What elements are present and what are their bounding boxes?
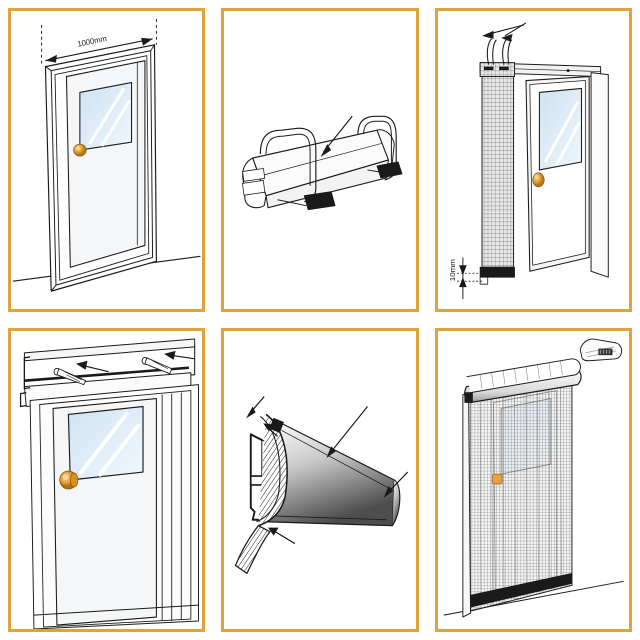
arrow-upper-left-head (246, 406, 256, 419)
panel-hang-cassette-on-frame: 10mm (434, 8, 632, 312)
arrow-clip-left-head (481, 30, 494, 39)
cassette-end-cap (464, 392, 473, 403)
glass-highlight (543, 101, 581, 166)
panel-cassette-with-brackets (221, 8, 419, 312)
arrow-inner-head (263, 423, 274, 432)
leg-right (367, 169, 380, 173)
door-knob (59, 470, 79, 490)
end-cap-slot-a (242, 168, 266, 182)
clip-slot-left (483, 66, 494, 71)
door-knob (73, 143, 87, 157)
blade-end-cap (392, 479, 401, 527)
screw-right (141, 356, 173, 375)
arrow-bottom-left-head (268, 527, 279, 536)
hook-clip-right (501, 38, 507, 65)
panel-fix-header-rail-with-screws (8, 328, 206, 632)
mesh-strip-tail (235, 525, 271, 575)
hook-clip-right-b (507, 39, 512, 65)
cassette-seam (260, 142, 384, 177)
screw-left (53, 367, 87, 386)
window-pane (538, 87, 582, 171)
cassette-inset-detail (579, 338, 622, 362)
glass-highlight (88, 87, 131, 147)
foot-pad-left (304, 191, 336, 211)
rail-screw-dot (566, 69, 570, 73)
roller-cassette-front (265, 159, 390, 209)
arrow-left-head (76, 360, 88, 370)
bottom-track (469, 572, 572, 608)
blade-seam (281, 429, 390, 489)
mesh-strip-inner-edge (256, 415, 281, 523)
door-knob (491, 473, 503, 485)
hook-clip-left-b (491, 39, 497, 65)
rail-end-left (23, 356, 31, 390)
frame-bevel-top-right (150, 44, 155, 52)
panel-finished-screen-installed (434, 328, 632, 632)
bottom-gap-dimension-label: 10mm (448, 259, 457, 281)
bracket-clip-right-inner (363, 120, 393, 165)
mesh-curtain (467, 374, 573, 612)
dim-arrow-right (141, 37, 153, 46)
panel-measure-door-opening: 1000mm (8, 8, 206, 312)
bracket-clip-left-inner (265, 133, 311, 186)
cassette-roll-top (466, 358, 581, 394)
leg-left (277, 199, 307, 207)
door-frame-jamb (590, 72, 609, 278)
arrow-right-head (384, 485, 394, 498)
glass-highlight (78, 411, 141, 478)
blade-bottom-seam (268, 515, 387, 521)
clip-slot-right (498, 66, 509, 71)
panel-profile-cross-section (221, 328, 419, 632)
floor-line (33, 604, 199, 616)
arrow-top-right-head (326, 446, 337, 459)
arrow-down-head (320, 144, 332, 158)
arrow-clip-right-shaft (504, 22, 526, 37)
dimension-line (45, 38, 153, 62)
mesh-roll (481, 76, 514, 268)
gap-dim-arrow-up (458, 277, 467, 288)
arrow-clip-right-head (500, 33, 513, 42)
rail-lip-end-left (19, 391, 27, 408)
end-cap-slot-b (242, 179, 266, 196)
gap-dim-arrow-down (458, 265, 467, 276)
hook-clip-left (486, 38, 492, 65)
bottom-end-plug (479, 276, 488, 285)
frame-bevel-top-left (45, 66, 52, 72)
bottom-bar (479, 266, 515, 278)
cassette-roll-ribs (479, 360, 563, 389)
mesh-pleats (479, 376, 562, 608)
door-knob (531, 172, 545, 188)
width-dimension-label: 1000mm (77, 34, 108, 49)
foot-pad-right (376, 161, 403, 179)
arrow-top-right-shaft (329, 406, 369, 455)
arrow-right-head (164, 350, 176, 360)
dim-arrow-left (45, 54, 57, 63)
frame-bevel-bottom (50, 284, 57, 292)
